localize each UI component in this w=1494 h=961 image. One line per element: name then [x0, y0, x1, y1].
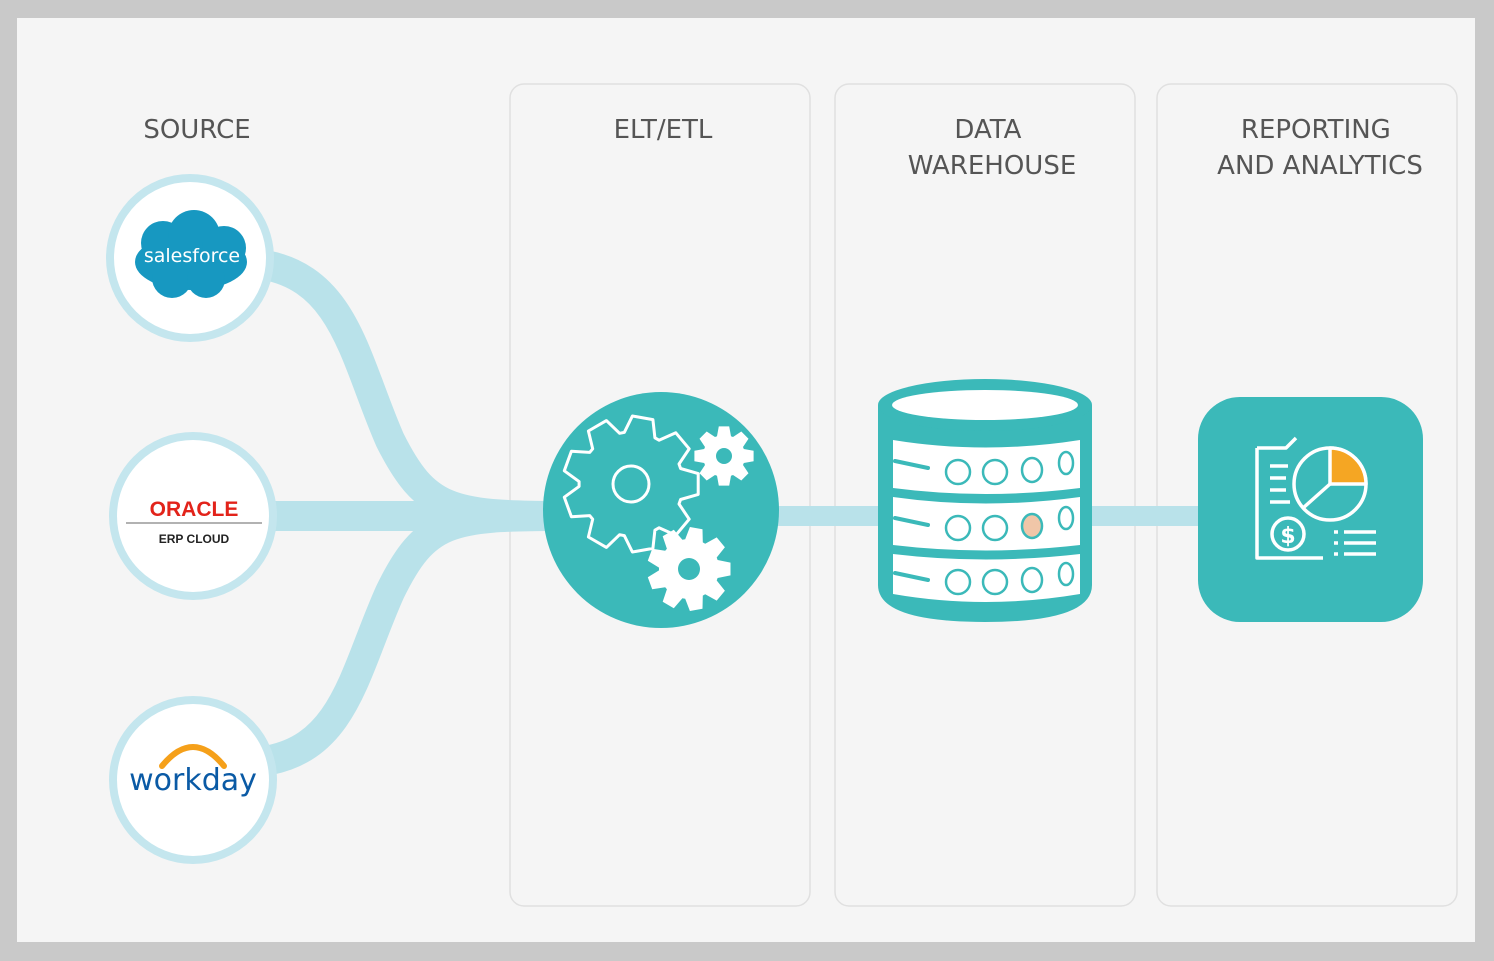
pie-chart-highlight-slice	[1328, 446, 1368, 486]
etl-circle	[543, 392, 779, 628]
workday-logo-text: workday	[129, 763, 257, 798]
small-gear-hub	[716, 448, 732, 464]
database-top-highlight	[892, 390, 1078, 420]
source-oracle: ORACLE ERP CLOUD	[109, 432, 277, 600]
pie-chart-divider	[1301, 482, 1332, 510]
stage-label-warehouse-line-2: WAREHOUSE	[908, 151, 1077, 181]
source-ring	[109, 432, 277, 600]
stage-label-reporting: REPORTING AND ANALYTICS	[1217, 115, 1423, 181]
stage-label-warehouse: DATA WAREHOUSE	[908, 115, 1077, 181]
database-icon	[878, 379, 1092, 622]
etl-panel	[509, 83, 811, 907]
reporting-panel	[1156, 83, 1458, 907]
salesforce-cloud-icon	[135, 210, 247, 298]
dollar-symbol: $	[1280, 524, 1295, 549]
flow-workday	[255, 501, 575, 775]
database-tier	[893, 440, 1080, 494]
database-light	[1020, 456, 1044, 484]
database-light	[944, 458, 972, 486]
source-workday: workday	[109, 696, 277, 864]
database-slot	[893, 459, 930, 470]
large-gear-hub	[611, 464, 651, 504]
database-slot	[893, 516, 930, 527]
report-text-lines-icon	[1270, 464, 1290, 504]
salesforce-logo-text: salesforce	[144, 245, 240, 267]
oracle-logo-subtext: ERP CLOUD	[159, 532, 230, 546]
database-light	[1057, 450, 1075, 476]
stage-label-source: SOURCE	[143, 115, 250, 145]
dollar-icon	[1270, 516, 1306, 552]
database-light	[944, 514, 972, 542]
bullet-list-icon	[1334, 530, 1376, 556]
database-slot	[893, 571, 930, 582]
stage-label-reporting-line-1: REPORTING	[1241, 115, 1391, 145]
source-ring	[109, 696, 277, 864]
stage-label-reporting-line-2: AND ANALYTICS	[1217, 151, 1423, 181]
database-light	[944, 568, 972, 596]
database-light	[981, 514, 1009, 542]
database-light-active	[1020, 512, 1044, 540]
database-light	[981, 568, 1009, 596]
stage-label-warehouse-line-1: DATA	[954, 115, 1021, 145]
flow-connectors	[250, 250, 1220, 775]
reporting-analytics-icon: $	[1198, 397, 1423, 622]
database-indicator-lights	[944, 450, 1075, 596]
stage-label-etl: ELT/ETL	[614, 115, 713, 145]
database-light	[1020, 566, 1044, 594]
warehouse-panel	[834, 83, 1136, 907]
oracle-logo-text: ORACLE	[150, 498, 239, 521]
stage-label-etl-line: ELT/ETL	[614, 115, 713, 145]
database-slot-lines	[893, 459, 930, 582]
source-salesforce: salesforce	[106, 174, 274, 342]
database-light	[1057, 561, 1075, 587]
medium-gear-hub	[678, 558, 700, 580]
etl-gears-icon	[543, 392, 779, 628]
report-page-icon	[1255, 436, 1323, 560]
database-tier	[893, 554, 1080, 602]
database-light	[981, 458, 1009, 486]
database-light	[1057, 505, 1075, 531]
stage-label-source-line: SOURCE	[143, 115, 250, 145]
flow-salesforce	[250, 250, 575, 531]
workday-arc-icon	[159, 744, 227, 769]
